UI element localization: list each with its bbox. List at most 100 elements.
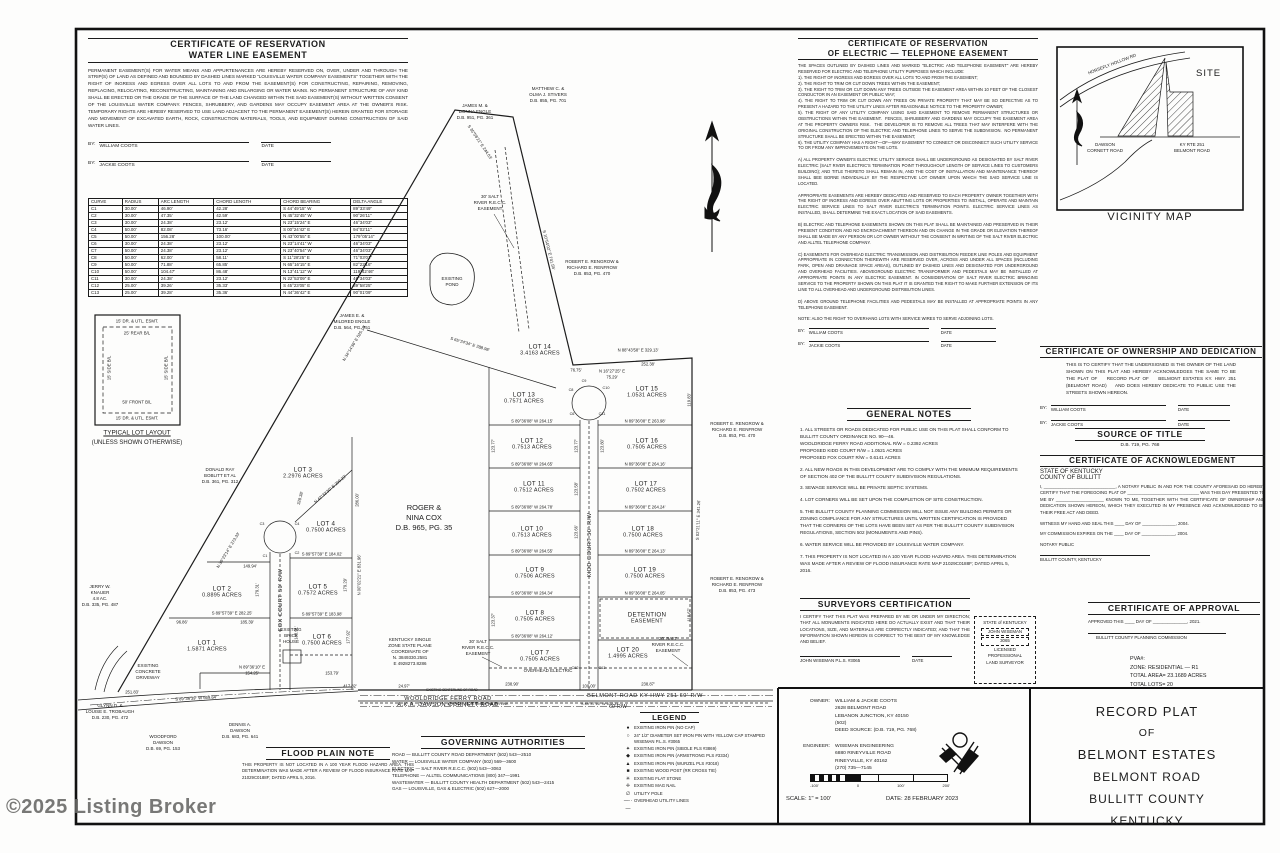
dimension-label: 123.80' [599,439,605,453]
lot-number: LOT 15 [635,385,659,393]
adjoining-owner-label: ROBERT E. RENGROW & RICHARD E. RENFROW D… [710,420,764,439]
curve-cell: 39.28' [157,289,215,297]
scalebar-label: 100' [897,783,905,788]
flood-body: THIS PROPERTY IS NOT LOCATED IN A 100 YE… [242,761,416,780]
dimension-label: N 89°36'08" E 264.16' [624,461,666,467]
dimension-label: N 89°36'10" E [238,664,266,670]
summary-line: TOTAL LOTS= 20 [1130,681,1173,688]
dimension-label: 153.79' [325,670,339,676]
adjoining-owner-label: OVERHEAD ELECTRIC [523,667,573,673]
legend-item-label: OVERHEAD UTILITY LINES [634,798,689,804]
adjoining-owner-label: ROBERT E. RENGROW & RICHARD E. RENFROW D… [565,258,619,277]
easement-dashed-lines [279,146,770,704]
adjoining-owner-label: EXISTING BRICK HOUSE [280,626,302,645]
ack-body: I, ______________________________, A NOT… [1040,484,1267,515]
adjoining-owner-label: KENTUCKY SINGLE ZONE STATE PLANE COORDIN… [388,636,432,667]
certificate-title: CERTIFICATE OF ACKNOWLEDGMENT [1040,455,1265,467]
certificate-title: CERTIFICATE OF APPROVAL [1088,602,1260,615]
lot-acreage: 0.7571 ACRES [504,398,544,405]
adjoining-owner-label: ROGER & NINA COX D.B. 965, PG. 35 [395,502,453,533]
general-note: 7. THIS PROPERTY IS NOT LOCATED IN A 100… [800,553,1018,573]
road-lines [77,213,773,711]
dimension-label: 177.92' [345,630,351,644]
legend-symbol-icon: ✛ [625,783,631,790]
dimension-label: S 89°36'08" W 264.12' [511,633,553,639]
lot-number: LOT 10 [520,525,544,533]
lot-acreage: 0.7500 ACRES [302,640,342,647]
legend-item-label: EXISTING MAG NAIL [634,783,676,789]
owner-label: OWNER: [809,699,830,704]
sig-name: JACKIE COOTS [1050,420,1166,427]
legend-symbol-icon: ○ [626,732,630,739]
dimension-label: S 10°54'02" E 741.55' [541,229,557,271]
adjoining-owner-label: 30' SALT RIVER R.E.C.C. EASEMENT [473,193,507,212]
typical-lot-caption: TYPICAL LOT LAYOUT [103,429,171,437]
typical-lot-esmt-bottom: 15' DR. & UTL. ESMT. [115,415,159,421]
typical-lot-layout [94,314,181,426]
certificate-body: THE SPACES OUTLINED BY DASHED LINES AND … [798,63,1038,322]
dimension-label: 286.00' [354,493,360,507]
source-of-title: SOURCE OF TITLE D.B. 719, PG. 768 [1075,428,1205,448]
governing-authorities: GOVERNING AUTHORITIES ROAD — BULLITT COU… [392,736,614,793]
certificate-title: CERTIFICATE OF OWNERSHIP AND DEDICATION [1040,346,1262,358]
owner-engineer-block: OWNER: WILLIAM & JACKIE COOTS 2628 BELMO… [782,692,1026,822]
dimension-label: N 89°36'08" E 263.98' [624,418,666,424]
lot-acreage: EASEMENT [630,618,664,625]
lot-number: LOT 18 [631,525,655,533]
legend-item: ✳EXISTING FLAT STONE [622,776,774,784]
dimension-label: 251.83' [125,689,139,695]
engineer-info: WISEMAN ENGINEERING 6880 RINEYVILLE ROAD… [835,743,894,771]
sig-name: WILLIAM COOTS [99,141,250,149]
vicinity-map [1056,46,1244,211]
general-notes-title: GENERAL NOTES [847,408,971,422]
lot-acreage: 0.7572 ACRES [298,590,338,597]
ack-county: COUNTY OF BULLITT [1040,475,1101,481]
north-arrow-icon [704,120,722,252]
signature-line: JOHN WISEMAN P.L.S. #3065 DATE [800,655,970,663]
lot-acreage: 0.7500 ACRES [306,527,346,534]
adjoining-owner-label: WOODFORD DAWSON D.B. 69, PG. 153 [145,733,181,752]
dimension-label: 24.97' [398,683,410,689]
ack-commission: MY COMMISSION EXPIRES ON THE ____ DAY OF… [1040,531,1189,537]
signature-line: BY: JACKIE COOTS DATE [88,160,408,168]
approval-line: APPROVED THIS ____ DAY OF ______________… [1088,618,1201,624]
lot-acreage: 1.4995 ACRES [608,653,648,660]
dimension-label: 149.94' [243,563,257,569]
ownership-dedication-certificate: CERTIFICATE OF OWNERSHIP AND DEDICATION … [1040,346,1262,427]
electric-telephone-easement-certificate: CERTIFICATE OF RESERVATION OF ELECTRIC —… [798,38,1038,348]
general-note: 4. LOT CORNERS WILL BE SET UPON THE COMP… [800,497,983,503]
owner-info: WILLIAM & JACKIE COOTS 2628 BELMONT ROAD… [835,699,917,734]
general-note: 5. THE BULLITT COUNTY PLANNING COMMISSIO… [800,509,1016,535]
dimension-label: S 89°36'08" W 264.15' [511,418,553,424]
lot-number: LOT 11 [523,480,545,488]
certificate-body: I CERTIFY THAT THIS PLAT WAS PREPARED BY… [800,613,972,645]
dimension-label: N 89°36'08" E 264.13' [624,548,666,554]
signature-line: BY: WILLIAM COOTS DATE [88,141,408,149]
record-plat-line: KENTUCKY [1110,814,1184,828]
dimension-label: 252.38' [641,361,655,367]
dimension-label: S 89°36'08" W 264.65' [511,461,553,467]
legend-item: —··—OVERHEAD UTILITY LINES [622,798,774,813]
lot-number: LOT 9 [525,566,545,574]
dimension-label: C6 [569,412,575,416]
record-plat-line: BELMONT ROAD [1093,770,1201,784]
dimension-label: S 35°58'21" E 244.03' [466,123,494,161]
ack-witness: WITNESS MY HAND AND SEAL THIS ____ DAY O… [1040,521,1189,527]
dimension-label: 123.77' [490,439,496,453]
dimension-label: N 89°36'08" E 264.24' [624,504,666,510]
sig-name: WILLIAM COOTS [1050,405,1166,412]
sig-name: JACKIE COOTS [99,160,250,168]
